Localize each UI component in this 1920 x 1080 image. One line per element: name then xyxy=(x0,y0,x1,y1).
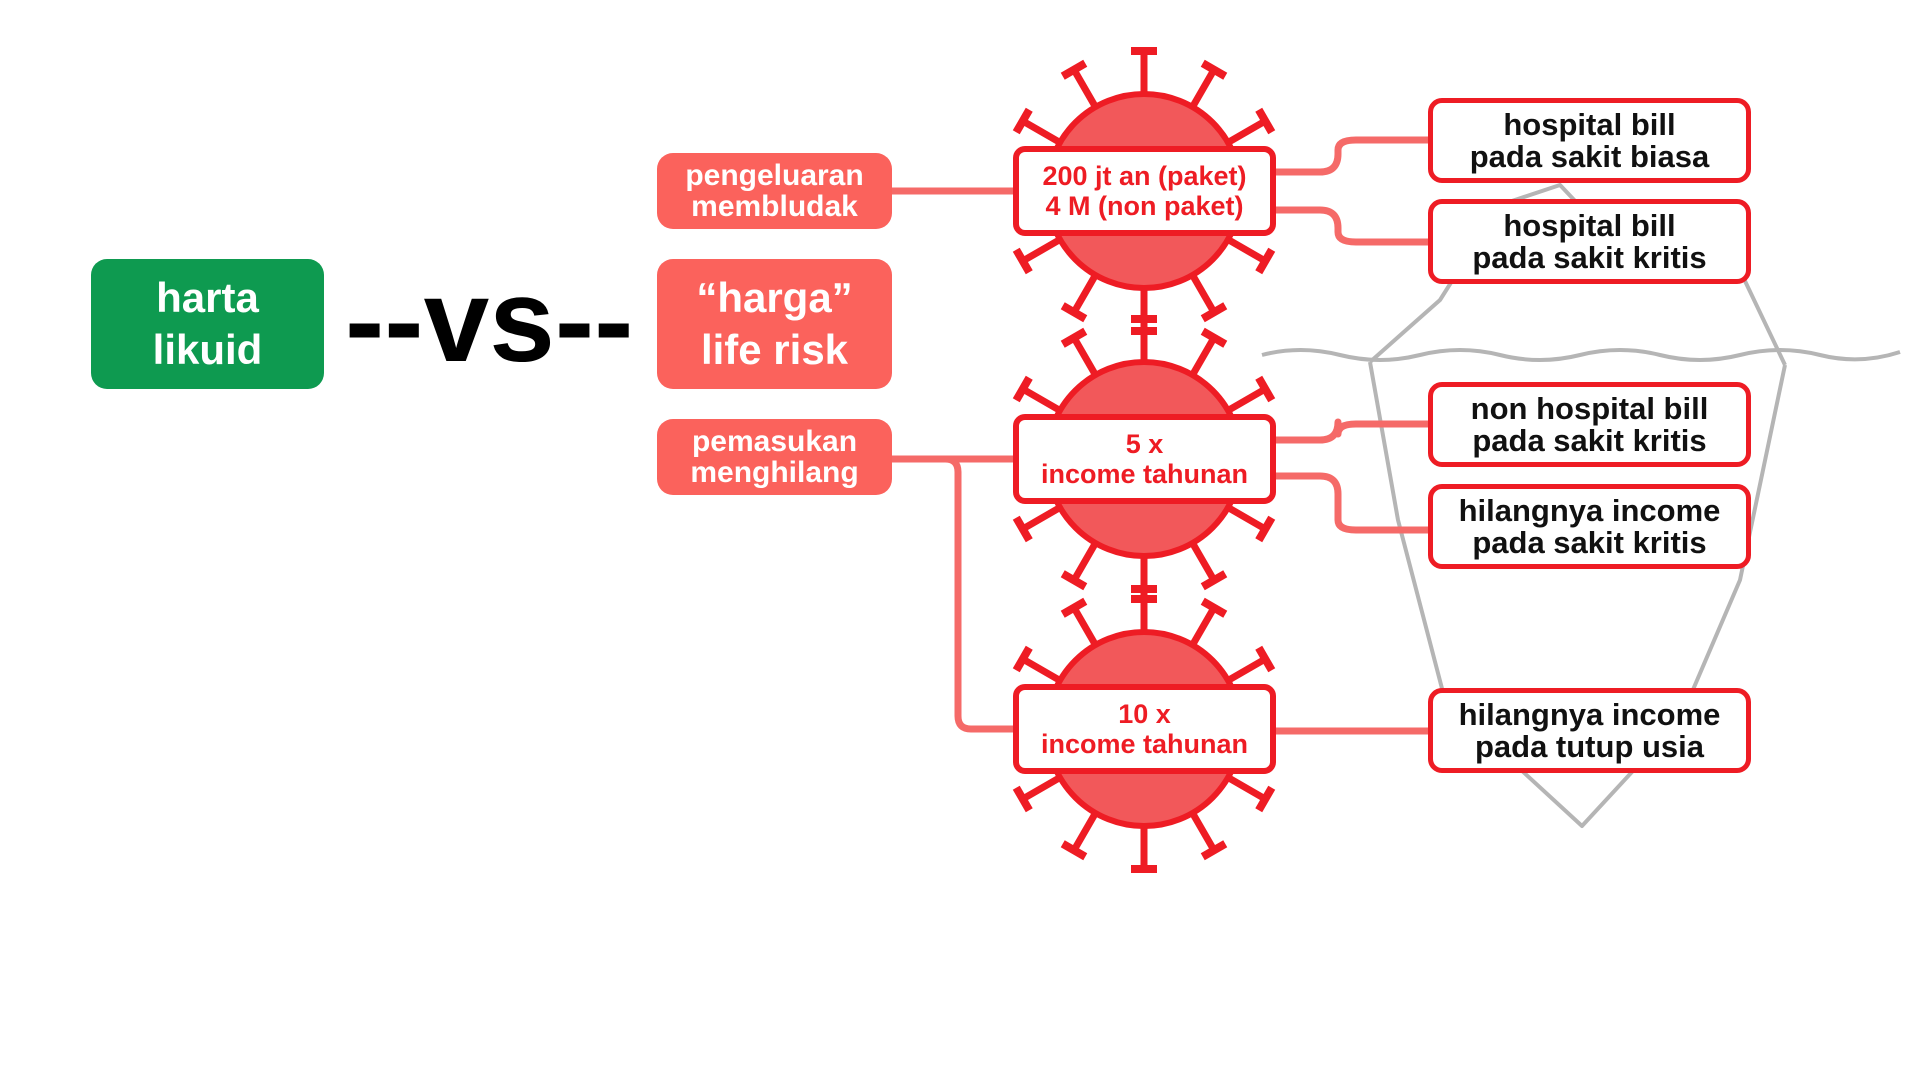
outcome-4-line-2: pada sakit kritis xyxy=(1472,524,1707,560)
virus-spike xyxy=(1189,606,1218,647)
virus-spike xyxy=(1070,811,1099,852)
outcome-1-line-1: hospital bill xyxy=(1503,106,1676,142)
pemasukan-menghilang-box: pemasukan menghilang xyxy=(657,419,892,495)
virus-spike-cap xyxy=(1060,302,1088,323)
harta-likuid-line-1: harta xyxy=(156,274,259,321)
virus-spike-cap xyxy=(1200,302,1228,323)
outcome-hospital-bill-sakit-biasa: hospital bill pada sakit biasa xyxy=(1428,98,1751,183)
virus-spike-cap xyxy=(1255,515,1276,543)
connector-virus1-outcome2 xyxy=(1272,206,1432,246)
virus-spike-cap xyxy=(1255,785,1276,813)
virus-spike xyxy=(1189,68,1218,109)
virus-label-1: 200 jt an (paket) 4 M (non paket) xyxy=(1013,146,1276,236)
pengeluaran-membludak-box: pengeluaran membludak xyxy=(657,153,892,229)
outcome-2-line-1: hospital bill xyxy=(1503,207,1676,243)
outcome-1-line-2: pada sakit biasa xyxy=(1469,138,1710,174)
outcome-non-hospital-bill-sakit-kritis: non hospital bill pada sakit kritis xyxy=(1428,382,1751,467)
waterline-wave xyxy=(1261,348,1901,362)
virus-spike xyxy=(1226,236,1267,265)
virus-spike xyxy=(1070,336,1099,377)
virus-spike-cap xyxy=(1255,375,1276,403)
virus-spike xyxy=(1021,236,1062,265)
virus-3-line-2: income tahunan xyxy=(1040,729,1249,759)
pengeluaran-line-1: pengeluaran xyxy=(685,159,864,192)
virus-spike xyxy=(1021,117,1062,146)
virus-spike xyxy=(1070,273,1099,314)
virus-spike-cap xyxy=(1255,107,1276,135)
connector-pemasukan-virus3 xyxy=(941,455,1017,733)
outcome-5-line-2: pada tutup usia xyxy=(1474,728,1705,764)
virus-spike xyxy=(1226,504,1267,533)
harga-line-2: life risk xyxy=(700,326,849,373)
virus-spike-cap xyxy=(1200,597,1228,618)
virus-label-2: 5 x income tahunan xyxy=(1013,414,1276,504)
virus-spike-cap xyxy=(1012,247,1033,275)
pengeluaran-line-2: membludak xyxy=(691,190,858,223)
virus-spike xyxy=(1021,774,1062,803)
virus-spike xyxy=(1070,68,1099,109)
virus-spike xyxy=(1226,117,1267,146)
virus-spike-cap xyxy=(1060,327,1088,348)
harta-likuid-line-2: likuid xyxy=(152,326,263,373)
outcome-2-line-2: pada sakit kritis xyxy=(1472,239,1707,275)
virus-spike xyxy=(1226,774,1267,803)
outcome-5-line-1: hilangnya income xyxy=(1458,696,1721,732)
connector-virus1-outcome1 xyxy=(1272,136,1432,176)
outcome-hilangnya-income-sakit-kritis: hilangnya income pada sakit kritis xyxy=(1428,484,1751,569)
virus-spike xyxy=(1189,811,1218,852)
harga-line-1: “harga” xyxy=(696,274,853,321)
harga-life-risk-box: “harga” life risk xyxy=(657,259,892,389)
virus-spike-cap xyxy=(1200,570,1228,591)
virus-spike-cap xyxy=(1200,840,1228,861)
outcome-3-line-2: pada sakit kritis xyxy=(1472,422,1707,458)
virus-spike-cap xyxy=(1012,375,1033,403)
virus-spike xyxy=(1226,385,1267,414)
virus-1-line-1: 200 jt an (paket) xyxy=(1042,161,1247,191)
virus-spike xyxy=(1070,606,1099,647)
virus-spike xyxy=(1189,541,1218,582)
virus-spike-cap xyxy=(1012,645,1033,673)
iceberg-underwater-outline xyxy=(1368,361,1787,828)
virus-2-line-1: 5 x xyxy=(1125,429,1164,459)
virus-spike-cap xyxy=(1255,645,1276,673)
virus-spike-cap xyxy=(1060,597,1088,618)
outcome-4-line-1: hilangnya income xyxy=(1458,492,1721,528)
virus-spike xyxy=(1021,655,1062,684)
outcome-hospital-bill-sakit-kritis: hospital bill pada sakit kritis xyxy=(1428,199,1751,284)
vs-text: --vs-- xyxy=(345,255,634,387)
outcome-3-line-1: non hospital bill xyxy=(1470,390,1709,426)
virus-spike-cap xyxy=(1012,515,1033,543)
virus-spike xyxy=(1226,655,1267,684)
virus-spike-cap xyxy=(1012,785,1033,813)
virus-1-line-2: 4 M (non paket) xyxy=(1045,191,1244,221)
pemasukan-line-2: menghilang xyxy=(690,456,859,489)
virus-spike xyxy=(1021,504,1062,533)
pemasukan-line-1: pemasukan xyxy=(691,425,858,458)
harta-likuid-box: harta likuid xyxy=(91,259,324,389)
virus-spike xyxy=(1189,336,1218,377)
virus-spike xyxy=(1021,385,1062,414)
virus-spike-cap xyxy=(1200,59,1228,80)
virus-spike-cap xyxy=(1012,107,1033,135)
virus-spike-cap xyxy=(1060,59,1088,80)
virus-spike xyxy=(1189,273,1218,314)
virus-spike-cap xyxy=(1200,327,1228,348)
virus-icon-2 xyxy=(1012,315,1276,603)
outcome-hilangnya-income-tutup-usia: hilangnya income pada tutup usia xyxy=(1428,688,1751,773)
connector-virus2-outcome3 xyxy=(1272,418,1432,444)
virus-spike-cap xyxy=(1060,840,1088,861)
virus-label-3: 10 x income tahunan xyxy=(1013,684,1276,774)
connector-virus2-outcome4 xyxy=(1272,472,1432,534)
virus-2-line-2: income tahunan xyxy=(1040,459,1249,489)
connector-lines xyxy=(888,136,1432,735)
virus-spike-cap xyxy=(1060,570,1088,591)
virus-spike xyxy=(1070,541,1099,582)
virus-3-line-1: 10 x xyxy=(1118,699,1171,729)
virus-spike-cap xyxy=(1255,247,1276,275)
